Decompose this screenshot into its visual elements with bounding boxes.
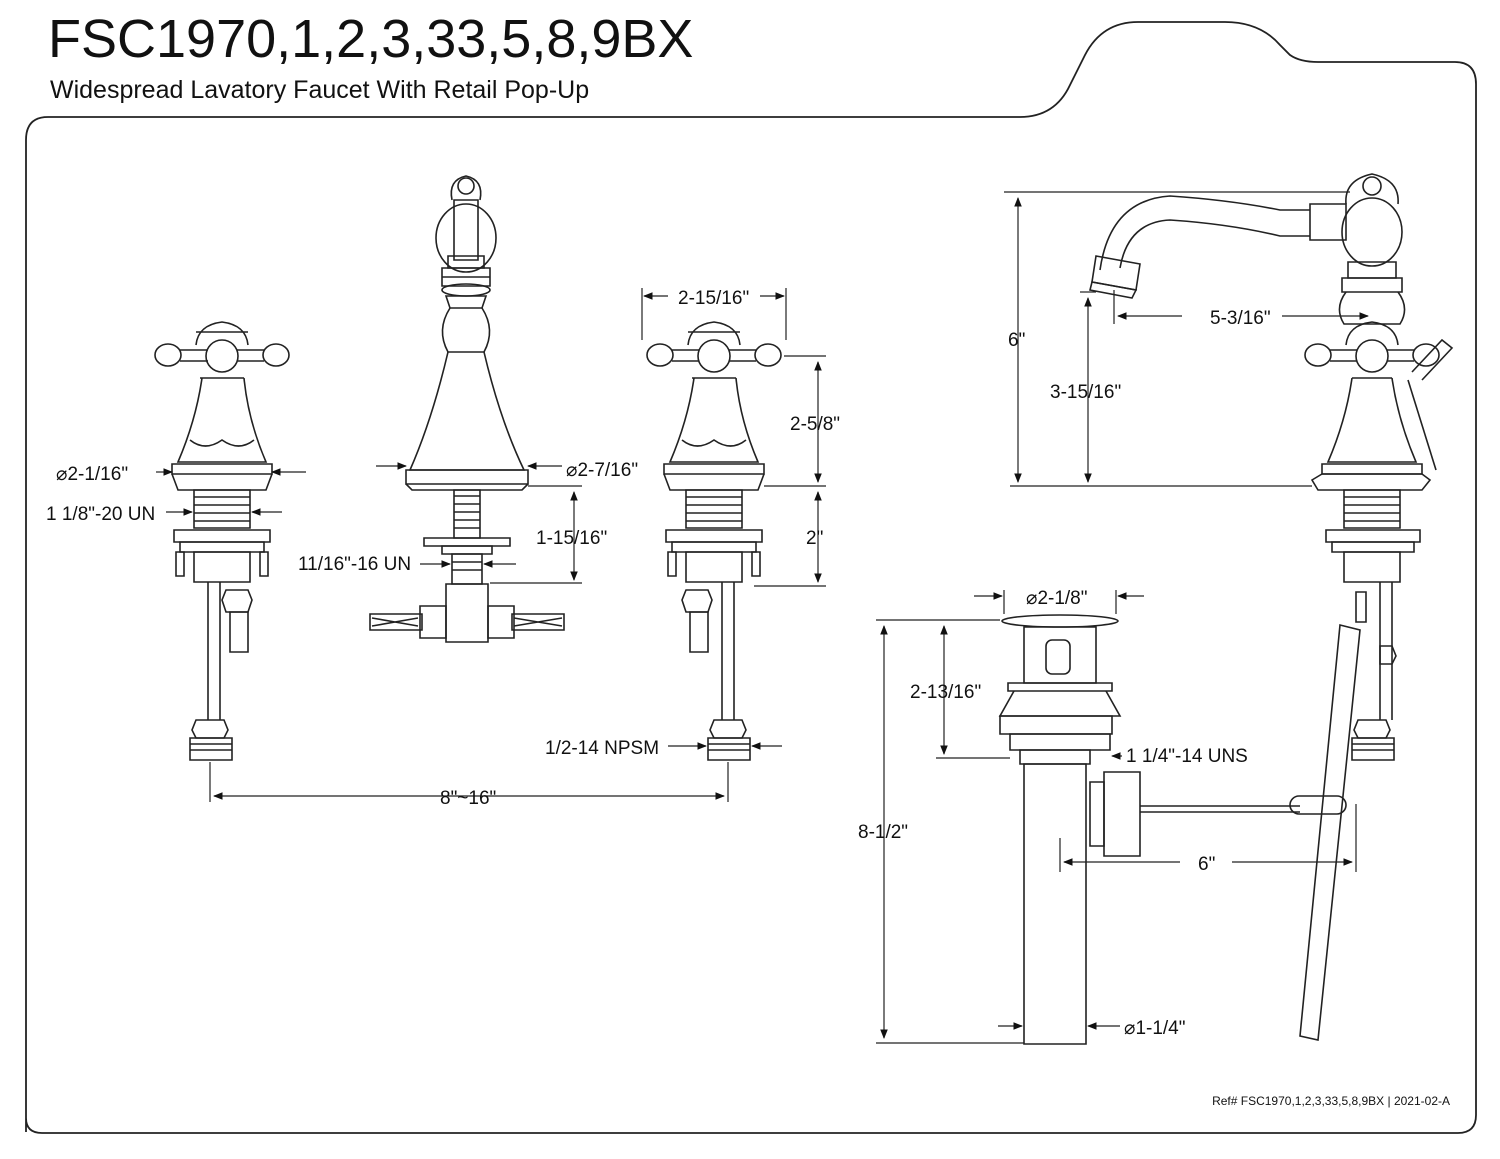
pop-up-drain [1000,615,1346,1044]
right-handle-valve [647,322,781,760]
dim-drain-flange-dia: ⌀2-1/8" [1026,588,1088,609]
dim-inlet-thread: 1/2-14 NPSM [545,738,659,759]
dim-handle-base-dia: ⌀2-1/16" [56,464,128,485]
dim-overall-height: 6" [1008,330,1025,351]
reference-code: Ref# FSC1970,1,2,3,33,5,8,9BX | 2021-02-… [1212,1094,1450,1108]
product-title: FSC1970,1,2,3,33,5,8,9BX [48,9,694,69]
center-spout [370,176,564,642]
dim-spout-base-dia: ⌀2-7/16" [566,460,638,481]
dim-drain-flange-height: 2-13/16" [910,682,981,703]
dim-spout-thread: 11/16"-16 UN [298,554,411,575]
dimension-lines [156,192,1369,1043]
dim-spout-shank: 1-15/16" [536,528,607,549]
side-view-faucet [1090,174,1452,1040]
dim-spout-reach: 5-3/16" [1210,308,1271,329]
dim-tailpiece-dia: ⌀1-1/4" [1124,1018,1186,1039]
sheet-border [26,22,1476,1133]
dim-handle-height: 2-5/8" [790,414,840,435]
dim-spout-clearance: 3-15/16" [1050,382,1121,403]
dimension-labels: 2-15/16" 2-5/8" ⌀2-1/16" 1 1/8"-20 UN ⌀2… [46,288,1271,1039]
product-subtitle: Widespread Lavatory Faucet With Retail P… [50,76,590,104]
dim-shank-length: 2" [806,528,823,549]
dim-drain-length: 8-1/2" [858,822,908,843]
dim-center-spread: 8"~16" [440,788,496,809]
dim-handle-top-width: 2-15/16" [678,288,749,309]
dim-lift-rod-length: 6" [1198,854,1215,875]
left-handle-valve [155,322,289,760]
dim-drain-thread: 1 1/4"-14 UNS [1126,746,1248,767]
dim-handle-thread: 1 1/8"-20 UN [46,504,155,525]
